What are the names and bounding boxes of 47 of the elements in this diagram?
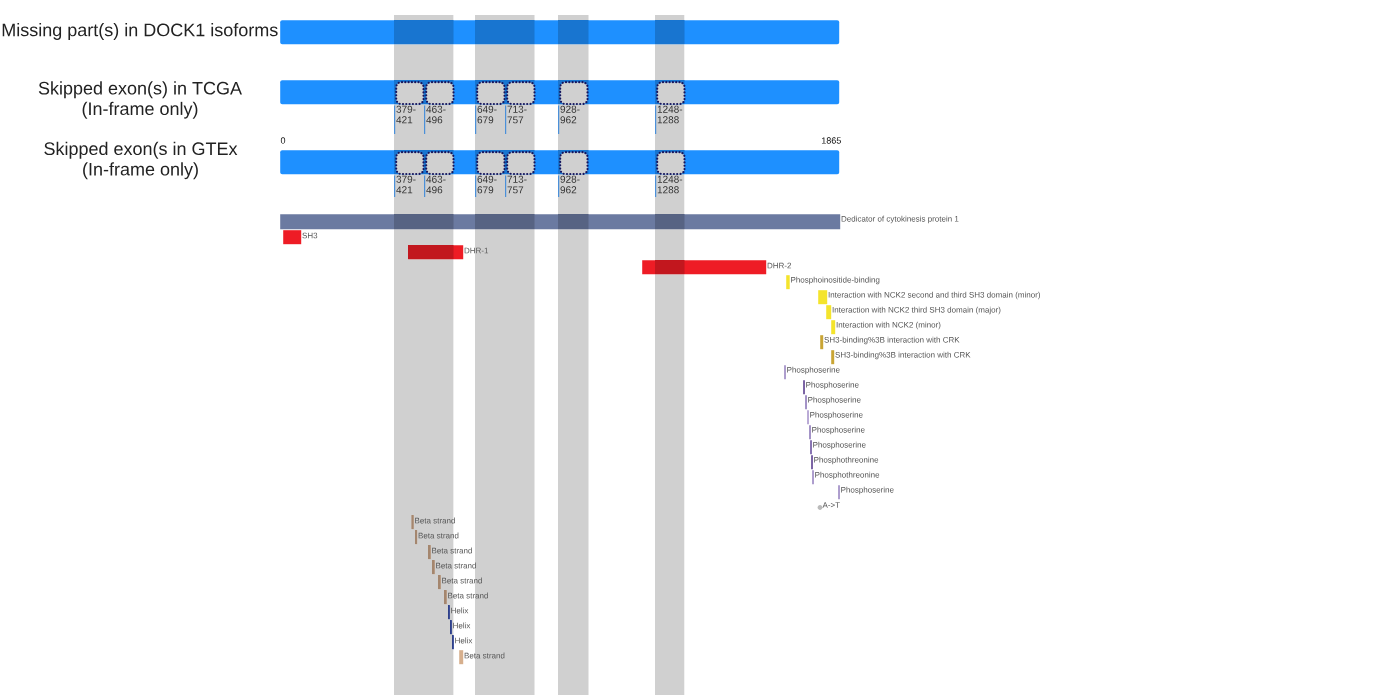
feature-label: SH3-binding%3B interaction with CRK	[824, 336, 960, 345]
range-label: 1248- 1288	[657, 175, 683, 194]
range-label: 1248- 1288	[657, 105, 683, 124]
feature-label: Phosphoinositide-binding	[791, 276, 880, 285]
range-label: 649- 679	[477, 105, 497, 124]
feature-label: Helix	[453, 622, 471, 629]
feature-label: Beta strand	[415, 517, 455, 524]
feature-label: Beta strand	[436, 562, 476, 569]
range-label: 928- 962	[560, 175, 580, 194]
feature-label: Dedicator of cytokinesis protein 1	[841, 215, 959, 224]
feature-label: DHR-2	[767, 262, 792, 269]
range-label: 379- 421	[396, 175, 416, 194]
feature-label: Beta strand	[464, 652, 505, 659]
range-label: 713- 757	[507, 105, 527, 124]
track-label: Missing part(s) in DOCK1 isoforms	[2, 23, 278, 40]
feature-label: Phosphoserine	[806, 381, 859, 390]
feature-label: Phosphothreonine	[814, 456, 879, 465]
feature-label: Phosphoserine	[812, 426, 865, 435]
axis-label: 0	[280, 137, 286, 144]
range-label: 463- 496	[426, 175, 446, 194]
feature-label: Beta strand	[442, 577, 482, 584]
feature-label: Phosphoserine	[841, 486, 894, 495]
range-label: 713- 757	[507, 175, 527, 194]
feature-label: A->T	[822, 502, 840, 508]
range-label: 379- 421	[396, 105, 416, 124]
feature-label: Beta strand	[448, 592, 488, 599]
feature-label: Phosphoserine	[787, 366, 840, 375]
range-label: 649- 679	[477, 175, 497, 194]
range-label: 463- 496	[426, 105, 446, 124]
feature-label: Interaction with NCK2 second and third SH3 domain (minor)	[828, 291, 1040, 300]
feature-label: Interaction with NCK2 (minor)	[836, 321, 941, 330]
feature-label: DHR-1	[464, 247, 489, 254]
feature-label: Phosphoserine	[808, 396, 861, 405]
track-label: Skipped exon(s in GTEx (In-frame only)	[44, 141, 238, 180]
feature-label: SH3	[302, 232, 318, 239]
feature-label: Helix	[455, 637, 473, 644]
axis-label: 1865	[822, 137, 841, 144]
track-label: Skipped exon(s) in TCGA (In-frame only)	[38, 81, 242, 119]
feature-label: Beta strand	[418, 532, 459, 539]
range-label: 928- 962	[560, 105, 580, 124]
feature-label: Beta strand	[432, 547, 472, 554]
feature-label: Interaction with NCK2 third SH3 domain (major)	[832, 306, 1001, 315]
feature-label: Phosphoserine	[810, 411, 863, 420]
feature-label: Phosphothreonine	[815, 471, 880, 480]
feature-label: SH3-binding%3B interaction with CRK	[835, 351, 971, 360]
feature-label: Phosphoserine	[813, 441, 866, 450]
feature-label: Helix	[451, 607, 469, 614]
